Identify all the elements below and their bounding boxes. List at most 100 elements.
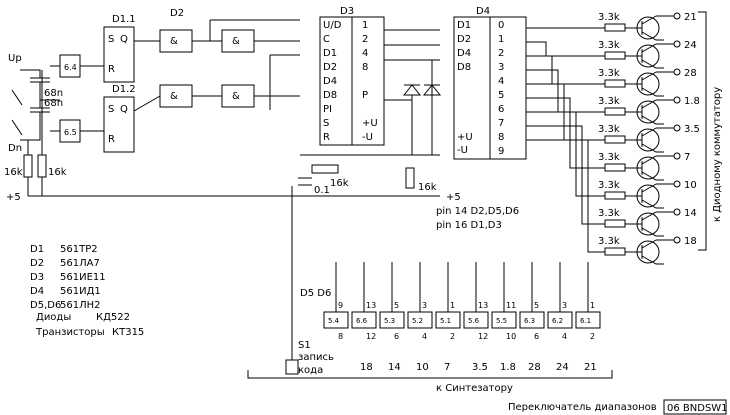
d4-output-8: 8 <box>498 132 504 143</box>
trans-label: Транзисторы <box>35 327 105 338</box>
transistor-terminal-0 <box>673 12 681 20</box>
transistor-leads-7 <box>625 211 664 237</box>
part-ref-2: D3 <box>30 272 44 283</box>
d3-mid-4: P <box>362 90 368 101</box>
d3-label: D3 <box>340 6 354 17</box>
r16d-label: 16k <box>418 182 437 193</box>
synth-band-2: 10 <box>416 362 429 373</box>
d4-output-3: 3 <box>498 62 504 73</box>
transistor-terminal-2 <box>673 68 681 76</box>
transistor-leads-4 <box>625 127 664 153</box>
inverter-4: 5.112 <box>435 262 461 341</box>
synth-band-6: 28 <box>528 362 541 373</box>
inverter-row: 5.4986.613125.3565.2345.1125.613125.5111… <box>323 262 601 373</box>
c68a-capacitor <box>20 69 60 101</box>
d1-1-q: Q <box>120 34 128 45</box>
inverter-2: 5.356 <box>379 262 405 341</box>
c01-capacitor <box>298 177 312 186</box>
d3-input-8: R <box>323 132 330 143</box>
inverter-label-0: 5.4 <box>328 317 340 325</box>
d4-output-4: 4 <box>498 76 504 87</box>
r16b-resistor <box>37 154 47 178</box>
r33-label-6: 3.3k <box>598 180 620 191</box>
inverter-0: 5.498 <box>323 262 349 341</box>
transistor-1: 3.3k 24 <box>526 40 697 69</box>
r33-label-3: 3.3k <box>598 96 620 107</box>
transistor-resistor-2 <box>604 79 626 88</box>
r33-label-2: 3.3k <box>598 68 620 79</box>
transistor-leads-0 <box>625 15 664 41</box>
inverter-8: 6.234 <box>547 262 573 341</box>
band-label-6: 10 <box>684 180 697 191</box>
band-label-1: 24 <box>684 40 697 51</box>
diode-pair <box>402 84 442 96</box>
up-switch <box>11 89 23 106</box>
dn-label: Dn <box>8 143 22 154</box>
d1-1-block <box>103 26 135 83</box>
inverter-label-1: 6.6 <box>356 317 368 325</box>
pin-note-2: pin 16 D1,D3 <box>436 220 502 231</box>
synth-band-1: 14 <box>388 362 401 373</box>
d1-2-q: Q <box>120 104 128 115</box>
inverter-label-4: 5.1 <box>440 317 451 325</box>
r16a-resistor <box>23 154 33 178</box>
synth-band-4: 3.5 <box>472 362 488 373</box>
decoder-wire-3 <box>526 69 605 113</box>
c68a-label: 68n <box>44 88 63 99</box>
supply-right: +5 <box>446 192 461 203</box>
r33-label-7: 3.3k <box>598 208 620 219</box>
inverter-in-pin-2: 5 <box>394 301 399 310</box>
band-label-4: 3.5 <box>684 124 700 135</box>
code-box <box>663 399 727 415</box>
diodes-type: КД522 <box>96 312 130 323</box>
inverter-out-pin-4: 2 <box>450 332 455 341</box>
d1-chip: D1.1 S Q R D1.2 S Q R <box>103 14 136 153</box>
s1-switch <box>285 186 299 375</box>
s1-line2: кода <box>298 365 323 376</box>
inverter-3: 5.234 <box>407 262 433 341</box>
to-synth-label: к Синтезатору <box>436 383 513 394</box>
transistor-leads-2 <box>625 71 664 97</box>
d2-gate-a-and: & <box>170 36 178 47</box>
inverter-in-pin-6: 11 <box>506 301 516 310</box>
r33-label-1: 3.3k <box>598 40 620 51</box>
d4-output-9: 9 <box>498 146 504 157</box>
transistor-resistor-6 <box>604 191 626 200</box>
transistor-resistor-3 <box>604 107 626 116</box>
transistor-terminal-3 <box>673 96 681 104</box>
part-type-2: 561ИЕ11 <box>60 272 106 283</box>
d4-input-1: D2 <box>457 34 471 45</box>
synth-band-5: 1.8 <box>500 362 516 373</box>
transistor-resistor-8 <box>604 247 626 256</box>
band-label-0: 21 <box>684 12 697 23</box>
part-ref-1: D2 <box>30 258 44 269</box>
transistor-terminal-8 <box>673 236 681 244</box>
part-type-3: 561ИД1 <box>60 286 101 297</box>
inverter-label-8: 6.2 <box>552 317 563 325</box>
inverter-in-pin-5: 13 <box>478 301 488 310</box>
r33-label-8: 3.3k <box>598 236 620 247</box>
inverter-in-pin-7: 5 <box>534 301 539 310</box>
d2-label: D2 <box>170 8 184 19</box>
supply-left: +5 <box>6 192 21 203</box>
up-label: Up <box>8 53 22 64</box>
inverter-in-pin-8: 3 <box>562 301 567 310</box>
d3-input-4: D4 <box>323 76 337 87</box>
inverter-out-pin-9: 2 <box>590 332 595 341</box>
input-section: Up Dn 68n 68n 16k 16k <box>4 53 67 196</box>
d3-mid-6: -U <box>362 132 373 143</box>
d4-output-2: 2 <box>498 48 504 59</box>
c68b-label: 68n <box>44 98 63 109</box>
transistor-resistor-1 <box>604 51 626 60</box>
d1-2-r: R <box>108 134 115 145</box>
d4-input-0: D1 <box>457 20 471 31</box>
r16b-label: 16k <box>48 167 67 178</box>
inverter-label-9: 6.1 <box>580 317 591 325</box>
r33-label-0: 3.3k <box>598 12 620 23</box>
d4-pwr-0: +U <box>457 132 473 143</box>
transistor-terminal-1 <box>673 40 681 48</box>
